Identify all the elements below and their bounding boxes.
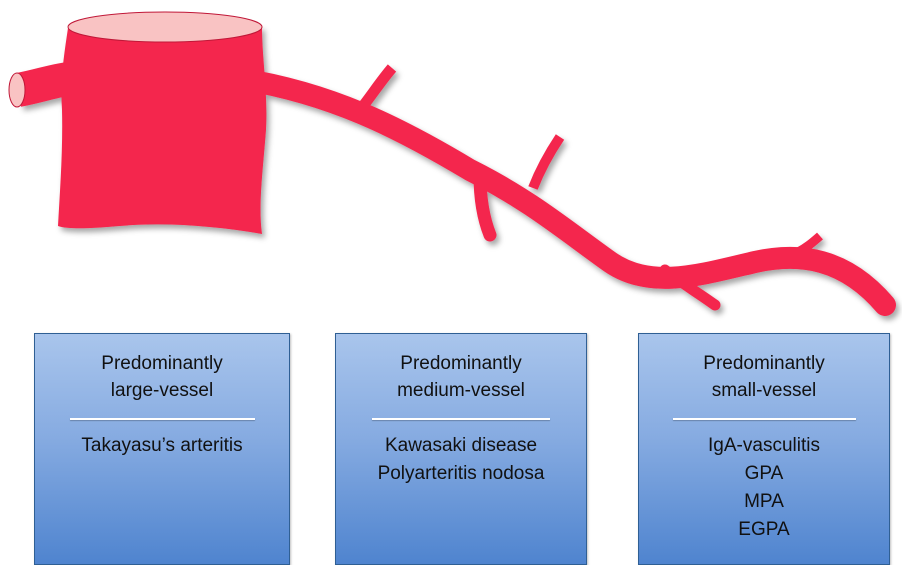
divider: [673, 418, 856, 420]
large-vessel-box: Predominantly large-vessel Takayasu’s ar…: [34, 333, 290, 565]
large-vessel-heading: Predominantly large-vessel: [35, 350, 289, 404]
vasculitis-item: Kawasaki disease: [336, 432, 586, 460]
stub-opening: [9, 73, 25, 107]
side-branch-1: [360, 68, 392, 110]
heading-line-2: medium-vessel: [336, 377, 586, 404]
side-branch-3: [533, 137, 560, 188]
aorta-trunk: [58, 26, 266, 234]
heading-line-1: Predominantly: [35, 350, 289, 377]
small-vessel-heading: Predominantly small-vessel: [639, 350, 889, 404]
vasculitis-item: GPA: [639, 460, 889, 488]
vasculitis-item: MPA: [639, 488, 889, 516]
heading-line-1: Predominantly: [336, 350, 586, 377]
medium-vessel-heading: Predominantly medium-vessel: [336, 350, 586, 404]
vessel-illustration: [0, 0, 902, 330]
medium-vessel-box: Predominantly medium-vessel Kawasaki dis…: [335, 333, 587, 565]
divider: [372, 418, 550, 420]
heading-line-2: large-vessel: [35, 377, 289, 404]
vasculitis-item: Takayasu’s arteritis: [35, 432, 289, 460]
heading-line-2: small-vessel: [639, 377, 889, 404]
small-vessel-box: Predominantly small-vessel IgA-vasculiti…: [638, 333, 890, 565]
aorta-opening: [68, 12, 262, 42]
vasculitis-item: Polyarteritis nodosa: [336, 460, 586, 488]
heading-line-1: Predominantly: [639, 350, 889, 377]
vasculitis-item: IgA-vasculitis: [639, 432, 889, 460]
artery-branch: [235, 78, 885, 305]
divider: [70, 418, 255, 420]
vasculitis-item: EGPA: [639, 516, 889, 544]
artery-shape: [18, 26, 885, 305]
